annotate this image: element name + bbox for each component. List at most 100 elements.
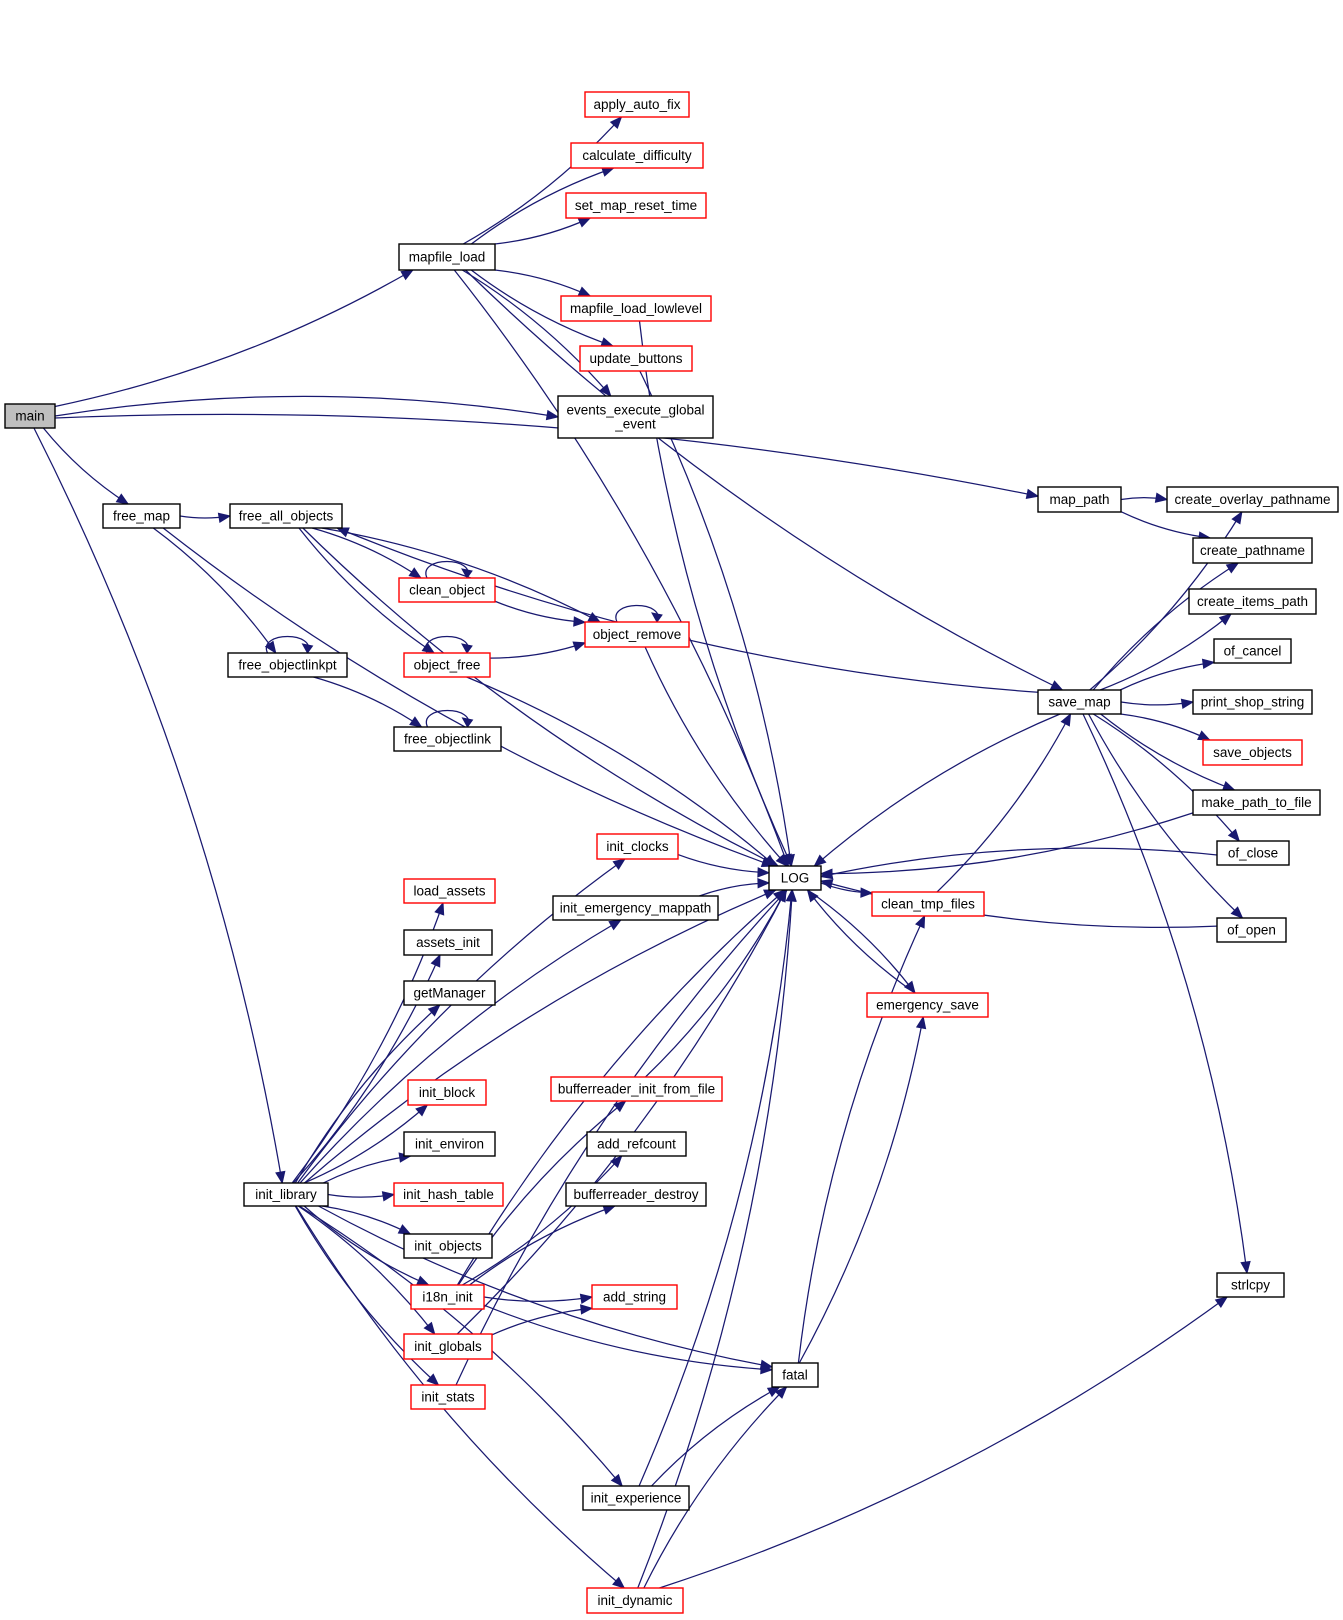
- edge-fatal-to-clean_tmp_files: [797, 914, 926, 1364]
- edge-init_library-to-getManager: [294, 1004, 441, 1184]
- edge-i18n_init-to-bufferreader_destroy: [469, 1204, 617, 1286]
- edge-arrowhead: [580, 1304, 594, 1315]
- node-object-remove[interactable]: object_remove: [584, 621, 690, 648]
- node-save-map[interactable]: save_map: [1037, 689, 1122, 715]
- edge-arrowhead: [757, 867, 771, 878]
- node-bufferreader-init-from-file[interactable]: bufferreader_init_from_file: [550, 1076, 723, 1102]
- node-box: [407, 1079, 487, 1106]
- edge-line: [807, 889, 916, 994]
- node-make-path-to-file[interactable]: make_path_to_file: [1192, 789, 1321, 816]
- node-init-globals[interactable]: init_globals: [403, 1333, 493, 1360]
- node-object-free[interactable]: object_free: [403, 652, 491, 678]
- node-init-stats[interactable]: init_stats: [410, 1384, 486, 1410]
- node-box: [410, 1284, 485, 1310]
- node-add-refcount[interactable]: add_refcount: [586, 1131, 687, 1157]
- node-print-shop-string[interactable]: print_shop_string: [1192, 689, 1313, 715]
- node-init-clocks[interactable]: init_clocks: [596, 833, 679, 860]
- node-label: load_assets: [413, 884, 485, 899]
- node-box: [1037, 486, 1122, 513]
- edge-arrowhead: [813, 854, 827, 867]
- node-label: init_library: [255, 1187, 317, 1202]
- node-box: [584, 91, 690, 118]
- node-label: mapfile_load: [409, 250, 486, 265]
- node-map-path[interactable]: map_path: [1037, 486, 1122, 513]
- node-free-objectlinkpt[interactable]: free_objectlinkpt: [227, 652, 348, 678]
- edge-layer: [33, 116, 1251, 1589]
- node-label: init_experience: [591, 1491, 682, 1506]
- edge-arrowhead: [1240, 1260, 1251, 1275]
- node-main[interactable]: main: [4, 403, 56, 429]
- edge-LOG-to-clean_tmp_files: [820, 882, 874, 898]
- edge-mapfile_load-to-set_map_reset_time: [494, 217, 592, 245]
- edge-save_map-to-create_items_path: [1099, 613, 1233, 691]
- edge-line: [807, 889, 916, 994]
- node-of-open[interactable]: of_open: [1216, 917, 1287, 943]
- node-box: [1192, 789, 1321, 816]
- node-box: [403, 878, 496, 904]
- edge-line: [462, 1155, 623, 1286]
- node-events-execute-global-event[interactable]: events_execute_global_event: [557, 395, 714, 439]
- edge-arrowhead: [301, 643, 314, 654]
- node-of-close[interactable]: of_close: [1216, 840, 1290, 866]
- node-create-overlay-pathname[interactable]: create_overlay_pathname: [1166, 486, 1339, 513]
- node-LOG[interactable]: LOG: [768, 865, 822, 891]
- edge-init_dynamic-to-LOG: [637, 888, 797, 1589]
- edge-arrowhead: [612, 1576, 626, 1589]
- edge-init_stats-to-LOG: [455, 889, 788, 1386]
- node-label: init_dynamic: [597, 1593, 672, 1608]
- node-init-objects[interactable]: init_objects: [403, 1233, 493, 1259]
- edge-arrowhead: [775, 853, 789, 867]
- node-assets-init[interactable]: assets_init: [403, 929, 493, 956]
- node-update-buttons[interactable]: update_buttons: [579, 345, 693, 372]
- node-fatal[interactable]: fatal: [771, 1362, 819, 1388]
- node-label: fatal: [782, 1368, 808, 1383]
- edge-arrowhead: [1154, 492, 1169, 503]
- node-init-experience[interactable]: init_experience: [582, 1485, 690, 1511]
- edge-arrowhead: [1227, 828, 1241, 843]
- node-clean-tmp-files[interactable]: clean_tmp_files: [871, 891, 985, 917]
- edge-init_clocks-to-LOG: [677, 854, 771, 878]
- node-create-items-path[interactable]: create_items_path: [1188, 588, 1317, 615]
- node-getManager[interactable]: getManager: [403, 980, 496, 1006]
- node-free-map[interactable]: free_map: [102, 503, 181, 529]
- node-label: bufferreader_destroy: [573, 1187, 698, 1202]
- node-init-hash-table[interactable]: init_hash_table: [393, 1182, 504, 1207]
- node-apply-auto-fix[interactable]: apply_auto_fix: [584, 91, 690, 118]
- edge-arrowhead: [613, 1100, 627, 1113]
- node-free-all-objects[interactable]: free_all_objects: [229, 503, 343, 529]
- node-label: of_open: [1227, 923, 1276, 938]
- edge-line: [302, 527, 779, 867]
- node-set-map-reset-time[interactable]: set_map_reset_time: [565, 192, 707, 219]
- node-save-objects[interactable]: save_objects: [1202, 739, 1303, 766]
- node-load-assets[interactable]: load_assets: [403, 878, 496, 904]
- edge-line: [457, 1100, 626, 1286]
- node-label: getManager: [413, 986, 486, 1001]
- node-emergency-save[interactable]: emergency_save: [866, 992, 989, 1018]
- edge-arrowhead: [408, 567, 422, 579]
- node-create-pathname[interactable]: create_pathname: [1192, 537, 1313, 564]
- node-label: calculate_difficulty: [582, 148, 692, 163]
- edge-line: [1099, 613, 1232, 691]
- node-strlcpy[interactable]: strlcpy: [1216, 1272, 1285, 1298]
- node-init-emergency-mappath[interactable]: init_emergency_mappath: [552, 895, 719, 921]
- node-init-block[interactable]: init_block: [407, 1079, 487, 1106]
- node-init-dynamic[interactable]: init_dynamic: [586, 1587, 684, 1614]
- node-calculate-difficulty[interactable]: calculate_difficulty: [570, 142, 704, 169]
- edge-arrowhead: [1225, 562, 1240, 574]
- node-free-objectlink[interactable]: free_objectlink: [393, 726, 502, 752]
- node-clean-object[interactable]: clean_object: [398, 577, 496, 603]
- node-label: object_remove: [593, 627, 682, 642]
- node-mapfile-load-lowlevel[interactable]: mapfile_load_lowlevel: [560, 295, 712, 322]
- node-init-library[interactable]: init_library: [243, 1182, 329, 1207]
- node-add-string[interactable]: add_string: [591, 1284, 678, 1310]
- edge-clean_object-to-clean_object: [425, 561, 473, 579]
- node-of-cancel[interactable]: of_cancel: [1213, 638, 1292, 664]
- node-box: [1216, 1272, 1285, 1298]
- node-mapfile-load[interactable]: mapfile_load: [398, 243, 496, 271]
- node-box: [1192, 689, 1313, 715]
- node-i18n-init[interactable]: i18n_init: [410, 1284, 485, 1310]
- node-init-environ[interactable]: init_environ: [403, 1131, 496, 1157]
- node-bufferreader-destroy[interactable]: bufferreader_destroy: [565, 1182, 707, 1207]
- edge-line: [322, 1155, 411, 1184]
- edge-save_map-to-LOG: [813, 713, 1061, 867]
